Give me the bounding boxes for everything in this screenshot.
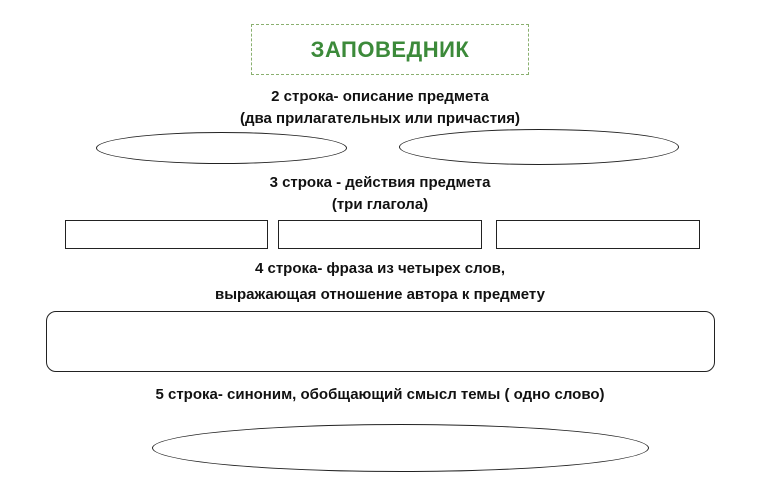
adjective-field-1[interactable] — [96, 132, 347, 164]
verb-field-3[interactable] — [496, 220, 700, 249]
synonym-field[interactable] — [152, 424, 649, 472]
adjective-field-2[interactable] — [399, 129, 679, 165]
line3-subheading: (три глагола) — [331, 196, 429, 213]
phrase-field[interactable] — [46, 311, 715, 372]
page-title: ЗАПОВЕДНИК — [310, 36, 470, 62]
line2-subheading: (два прилагательных или причастия) — [239, 110, 521, 127]
verb-field-1[interactable] — [65, 220, 268, 249]
line3-heading: 3 строка - действия предмета — [269, 174, 491, 191]
title-box: ЗАПОВЕДНИК — [251, 24, 529, 75]
line5-heading: 5 строка- синоним, обобщающий смысл темы… — [155, 386, 605, 403]
line4-heading: 4 строка- фраза из четырех слов, — [254, 260, 505, 277]
verb-field-2[interactable] — [278, 220, 482, 249]
line2-heading: 2 строка- описание предмета — [271, 88, 489, 105]
line4-subheading: выражающая отношение автора к предмету — [214, 286, 545, 303]
